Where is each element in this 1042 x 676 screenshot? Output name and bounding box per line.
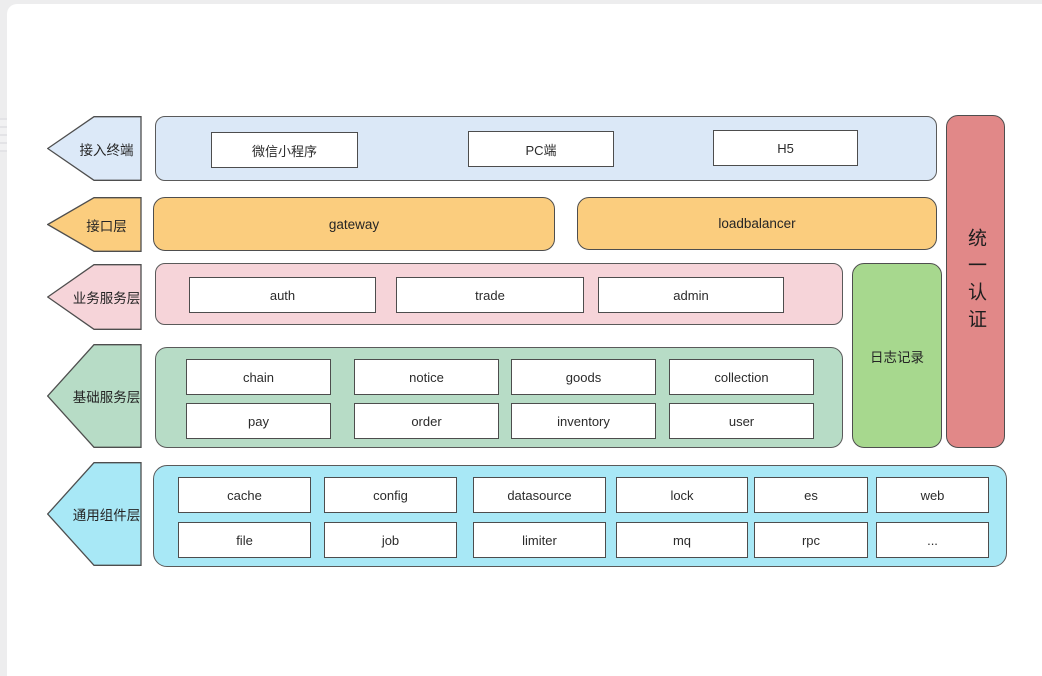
layer-label: 通用组件层: [72, 508, 141, 523]
node-unified-auth: 统一认证: [946, 115, 1005, 448]
node-es: es: [754, 477, 868, 513]
node-log-record: 日志记录: [852, 263, 942, 448]
layer-label: 基础服务层: [72, 390, 141, 405]
node-order: order: [354, 403, 499, 439]
node-datasource: datasource: [473, 477, 606, 513]
node-admin: admin: [598, 277, 784, 313]
left-arrow-shape: [47, 462, 142, 566]
node-label: limiter: [522, 532, 557, 548]
node-notice: notice: [354, 359, 499, 395]
node-chain: chain: [186, 359, 331, 395]
node-label: inventory: [557, 413, 610, 429]
node-label: cache: [227, 487, 262, 503]
arrow-common-component-layer: 通用组件层: [47, 462, 142, 566]
node-label: trade: [475, 287, 505, 303]
arrow-interface-layer: 接口层: [47, 197, 142, 252]
node-label: notice: [409, 369, 444, 385]
node-label: job: [381, 532, 400, 548]
node-label: rpc: [801, 532, 821, 548]
node-lock: lock: [616, 477, 748, 513]
node-label: PC端: [525, 142, 557, 158]
band-business-service: auth trade admin: [155, 263, 843, 325]
node-label: chain: [242, 369, 275, 385]
node-label: pay: [248, 413, 269, 429]
left-arrow-shape: [47, 264, 142, 330]
node-label: es: [804, 487, 818, 503]
band-common-component: cache config datasource lock es web file…: [153, 465, 1007, 567]
node-mq: mq: [616, 522, 748, 558]
node-label: file: [236, 532, 253, 548]
node-label: loadbalancer: [718, 216, 796, 231]
node-auth: auth: [189, 277, 376, 313]
layer-label: 接入终端: [79, 142, 134, 158]
node-label: mq: [672, 532, 692, 548]
node-loadbalancer: loadbalancer: [577, 197, 937, 250]
arrow-access-terminal-layer: 接入终端: [47, 116, 142, 181]
node-inventory: inventory: [511, 403, 656, 439]
node-more: ...: [876, 522, 989, 558]
node-label: 微信小程序: [251, 143, 317, 159]
node-label: goods: [565, 369, 602, 385]
band-base-service: chain notice goods collection pay order …: [155, 347, 843, 448]
node-job: job: [324, 522, 457, 558]
node-label: collection: [714, 369, 769, 385]
node-label: lock: [670, 487, 694, 503]
node-pc: PC端: [468, 131, 614, 167]
node-label: 统一认证: [965, 227, 986, 336]
node-label: datasource: [507, 487, 572, 503]
node-label: H5: [777, 140, 794, 156]
node-label: web: [920, 487, 945, 503]
node-file: file: [178, 522, 311, 558]
node-user: user: [669, 403, 814, 439]
node-rpc: rpc: [754, 522, 868, 558]
arrow-base-service-layer: 基础服务层: [47, 344, 142, 448]
node-label: user: [728, 413, 755, 429]
node-label: config: [373, 487, 408, 503]
node-label: 日志记录: [870, 349, 924, 365]
node-collection: collection: [669, 359, 814, 395]
arrow-business-service-layer: 业务服务层: [47, 264, 142, 330]
node-wechat-mini-program: 微信小程序: [211, 132, 358, 168]
node-gateway: gateway: [153, 197, 555, 251]
node-label: admin: [673, 287, 709, 303]
node-pay: pay: [186, 403, 331, 439]
node-label: ...: [927, 532, 938, 548]
node-label: order: [411, 413, 442, 429]
node-cache: cache: [178, 477, 311, 513]
band-access-terminal: 微信小程序 PC端 H5: [155, 116, 937, 181]
left-arrow-shape: [47, 116, 142, 181]
node-config: config: [324, 477, 457, 513]
left-arrow-shape: [47, 344, 142, 448]
layer-label: 业务服务层: [72, 291, 141, 306]
left-arrow-shape: [47, 197, 142, 252]
node-trade: trade: [396, 277, 584, 313]
layer-label: 接口层: [86, 218, 127, 234]
node-label: gateway: [328, 216, 380, 232]
node-label: auth: [269, 287, 296, 303]
node-h5: H5: [713, 130, 858, 166]
node-web: web: [876, 477, 989, 513]
page-edge-lines: [0, 118, 7, 152]
node-limiter: limiter: [473, 522, 606, 558]
node-goods: goods: [511, 359, 656, 395]
